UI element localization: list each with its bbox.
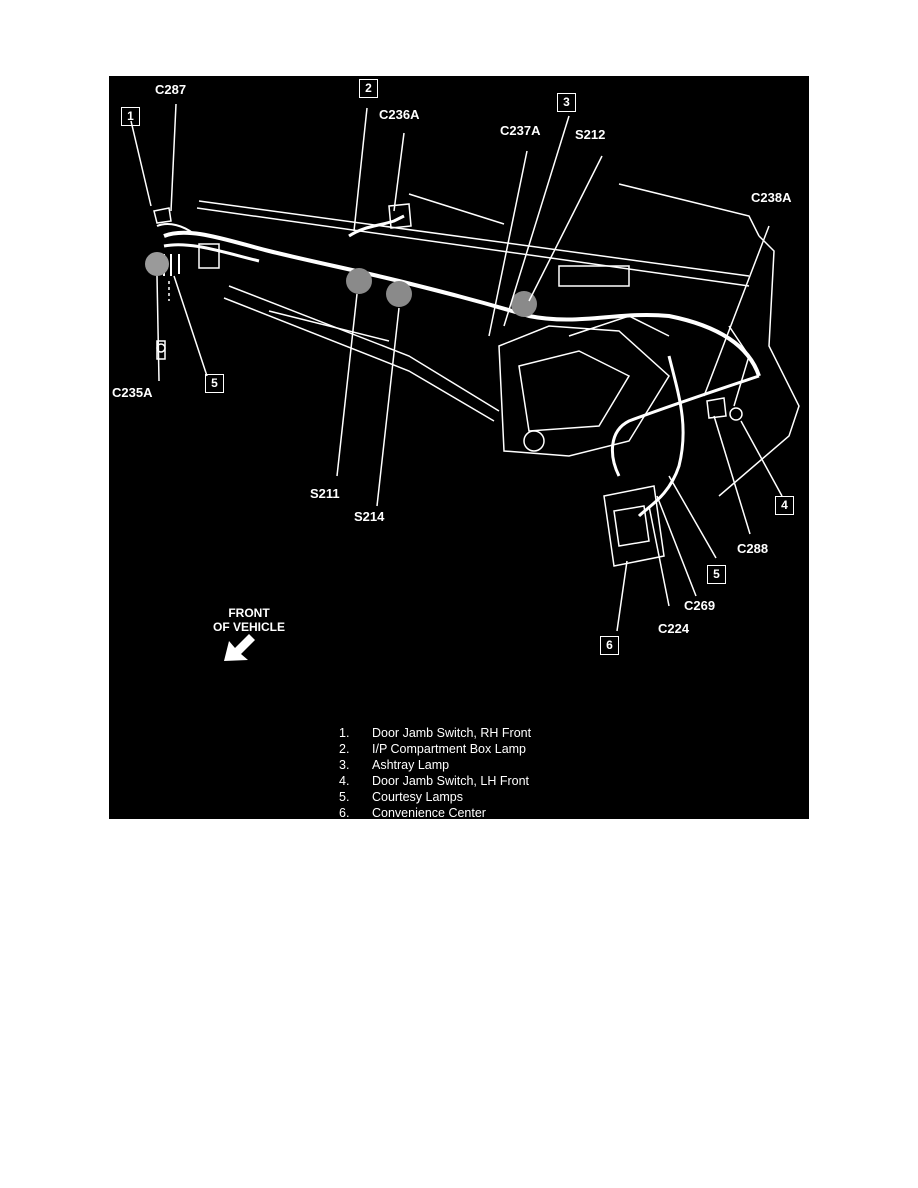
dash-top-edge (198, 200, 750, 277)
label-s211: S211 (310, 486, 340, 501)
label-c236a: C236A (379, 107, 420, 122)
legend-item: 1.Door Jamb Switch, RH Front (339, 726, 532, 740)
front-arrow-icon (224, 634, 255, 661)
callout-box-1: 1 (121, 107, 140, 126)
legend-item: 4.Door Jamb Switch, LH Front (339, 774, 529, 788)
door-panel (718, 235, 800, 497)
label-c269: C269 (684, 598, 716, 613)
diagram-artwork (130, 103, 800, 661)
wiring-diagram: 1 2 3 4 5 5 6 C287 C236A C237A S212 C238… (109, 76, 809, 819)
convenience-center-shape (603, 485, 665, 567)
legend-item: 5.Courtesy Lamps (339, 790, 464, 804)
legend-item: 3.Ashtray Lamp (339, 758, 450, 772)
main-harness (163, 230, 761, 377)
front-of-vehicle-label: FRONT OF VEHICLE (189, 606, 309, 634)
label-c288: C288 (737, 541, 769, 556)
label-s214: S214 (354, 509, 385, 524)
label-c235a: C235A (112, 385, 153, 400)
front-line-1: FRONT (228, 606, 270, 620)
callout-box-3: 3 (557, 93, 576, 112)
legend: 1.Door Jamb Switch, RH Front 2.I/P Compa… (339, 725, 531, 819)
legend-item: 2.I/P Compartment Box Lamp (339, 742, 527, 756)
splice-s212 (511, 291, 537, 317)
callout-box-4: 4 (775, 496, 794, 515)
callout-box-5-right: 5 (707, 565, 726, 584)
label-c238a: C238A (751, 190, 792, 205)
label-c287: C287 (155, 82, 187, 97)
callout-box-6: 6 (600, 636, 619, 655)
splice-s211 (346, 268, 372, 294)
label-s212: S212 (575, 127, 606, 142)
callout-box-5-left: 5 (205, 374, 224, 393)
hvac-module (498, 325, 670, 457)
legend-item: 6.Convenience Center (339, 806, 486, 819)
label-c224: C224 (658, 621, 690, 636)
front-line-2: OF VEHICLE (212, 620, 285, 634)
label-c237a: C237A (500, 123, 541, 138)
callout-box-2: 2 (359, 79, 378, 98)
splice-c235a (145, 252, 169, 276)
splice-s214 (386, 281, 412, 307)
